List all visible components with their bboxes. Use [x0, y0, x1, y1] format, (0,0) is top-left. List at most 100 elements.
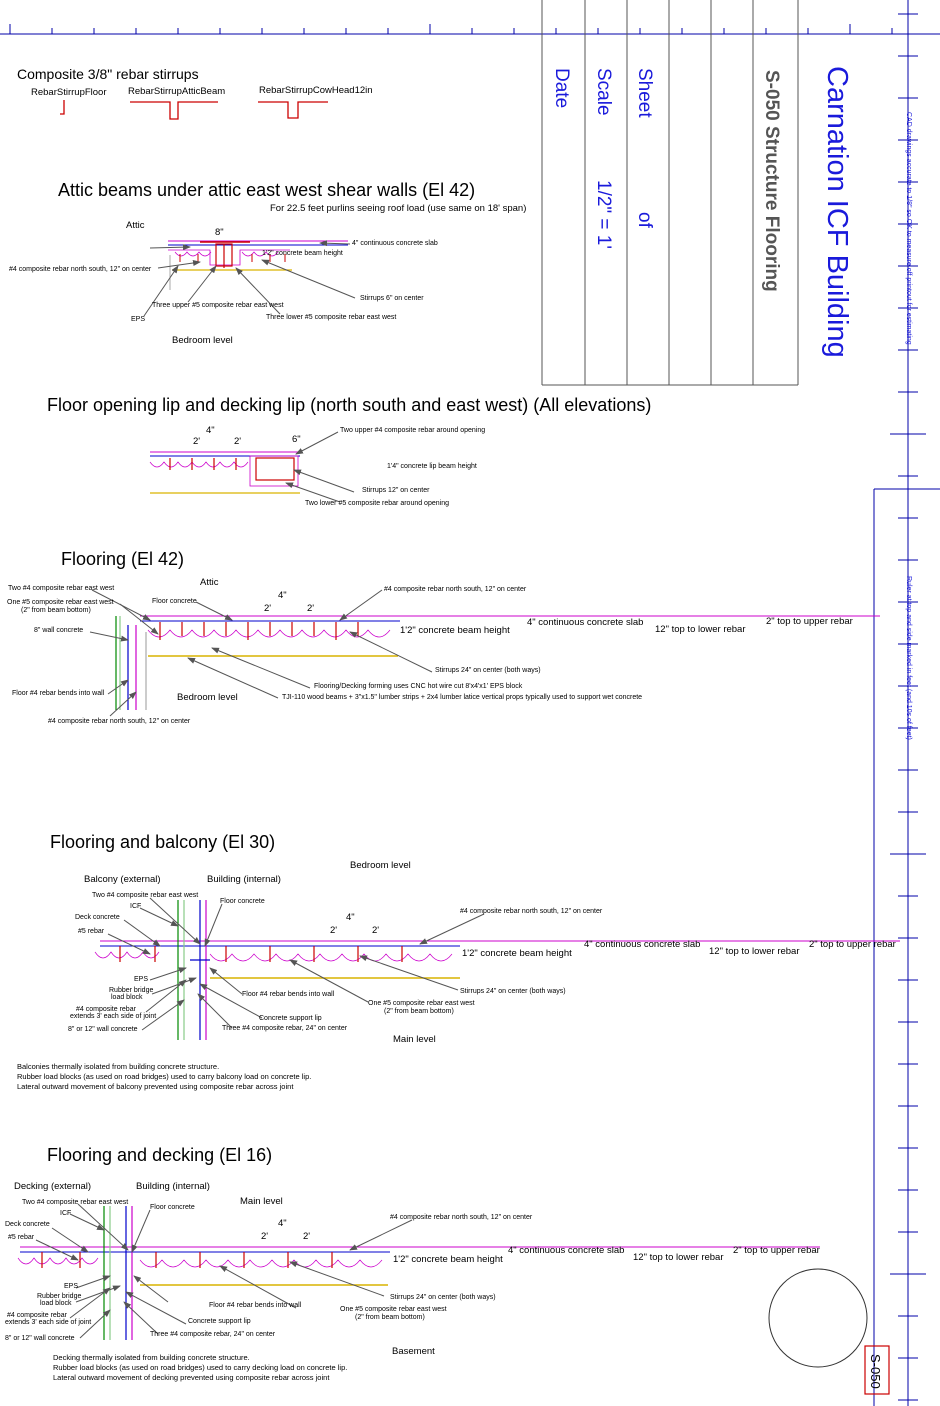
flooring42-title: Flooring (El 42) — [61, 549, 185, 569]
balcony-note-2: Rubber load blocks (as used on road brid… — [17, 1072, 312, 1081]
flooring42-forming: Flooring/Decking forming uses CNC hot wi… — [314, 683, 523, 690]
decking-comp2: extends 3' each side of joint — [5, 1319, 92, 1326]
sheet-label: Sheet — [634, 68, 655, 118]
decking-note-2: Rubber load blocks (as used on road brid… — [53, 1363, 348, 1372]
balcony-dim-2b: 2' — [372, 925, 380, 936]
flooring42-lower: 12" top to lower rebar — [655, 624, 746, 635]
balcony-bends: Floor #4 rebar bends into wall — [242, 991, 335, 998]
attic-slab: 4" continuous concrete slab — [352, 240, 438, 247]
decking-two4: Two #4 composite rebar east west — [22, 1199, 129, 1206]
balcony-dim-2a: 2' — [330, 925, 338, 936]
balcony-three4: Three #4 composite rebar, 24" on center — [222, 1025, 348, 1032]
flooring42-level-top: Attic — [200, 577, 219, 588]
decking-bends: Floor #4 rebar bends into wall — [209, 1302, 302, 1309]
date-label: Date — [551, 68, 572, 109]
flooring42-tji: TJI-110 wood beams + 3"x1.5" lumber stri… — [282, 694, 643, 701]
sheet-of: of — [634, 212, 655, 228]
attic-rebar-ns: #4 composite rebar north south, 12" on c… — [9, 266, 152, 273]
stirrups-title: Composite 3/8" rebar stirrups — [17, 66, 199, 82]
balcony-one5: One #5 composite rebar east west — [368, 1000, 475, 1007]
opening-stirrups: Stirrups 12" on center — [362, 487, 430, 494]
scale-label: Scale — [593, 68, 614, 116]
decking-slab: 4" continuous concrete slab — [508, 1245, 625, 1256]
balcony-two4: Two #4 composite rebar east west — [92, 892, 199, 899]
opening-lip-section — [149, 431, 355, 503]
title-block-frame — [541, 0, 799, 386]
opening-beam: 1'4" concrete lip beam height — [387, 463, 477, 470]
balcony-note-3: Lateral outward movement of balcony prev… — [17, 1082, 294, 1091]
decking-dim-2b: 2' — [303, 1231, 311, 1242]
decking-int: Building (internal) — [136, 1181, 210, 1192]
attic-beam: 1'2" concrete beam height — [262, 250, 343, 257]
balcony-rubber1: Rubber bridge — [109, 987, 154, 994]
decking-rubber2: load block — [40, 1300, 72, 1307]
attic-subtitle: For 22.5 feet purlins seeing roof load (… — [270, 203, 527, 214]
opening-title: Floor opening lip and decking lip (north… — [47, 395, 652, 415]
flooring42-slab: 4" continuous concrete slab — [527, 617, 644, 628]
balcony-deck: Deck concrete — [75, 914, 120, 921]
top-ruler-ticks — [9, 24, 893, 34]
decking-level-bottom: Basement — [392, 1346, 435, 1357]
flooring42-one5b: (2" from beam bottom) — [21, 607, 91, 614]
balcony-title: Flooring and balcony (El 30) — [50, 832, 276, 852]
flooring42-floor-concrete: Floor concrete — [152, 598, 197, 605]
attic-eps: EPS — [131, 316, 146, 323]
decking-eps: EPS — [64, 1283, 79, 1290]
balcony-level-top: Bedroom level — [350, 860, 411, 871]
decking-three4: Three #4 composite rebar, 24" on center — [150, 1331, 276, 1338]
decking-ext: Decking (external) — [14, 1181, 92, 1192]
decking-comp1: #4 composite rebar — [7, 1312, 67, 1319]
decking-stirrups: Stirrups 24" on center (both ways) — [390, 1294, 496, 1301]
attic-beam-section — [143, 240, 356, 317]
balcony-comp2: extends 3' each side of joint — [70, 1013, 157, 1020]
decking-floor-concrete: Floor concrete — [150, 1204, 195, 1211]
balcony-note-1: Balconies thermally isolated from buildi… — [17, 1062, 220, 1071]
balcony-int: Building (internal) — [207, 874, 281, 885]
balcony-slab: 4" continuous concrete slab — [584, 939, 701, 950]
opening-dim-2b: 2' — [234, 436, 242, 447]
flooring42-rebar-ns-bottom: #4 composite rebar north south, 12" on c… — [48, 718, 191, 725]
stirrup-icons — [60, 100, 328, 120]
decking-rubber1: Rubber bridge — [37, 1293, 82, 1300]
decking-section — [17, 1203, 820, 1340]
decking-wall: 8" or 12" wall concrete — [5, 1335, 75, 1342]
balcony-one5b: (2" from beam bottom) — [384, 1008, 454, 1015]
sheet-stamp: S-050 — [868, 1354, 883, 1389]
attic-title: Attic beams under attic east west shear … — [58, 180, 476, 200]
balcony-icf: ICF — [130, 903, 142, 910]
flooring42-upper: 2" top to upper rebar — [766, 616, 853, 627]
decking-deck: Deck concrete — [5, 1221, 50, 1228]
scale-value: 1/2" = 1' — [593, 180, 614, 250]
balcony-dim-4: 4" — [346, 912, 355, 923]
balcony-r5: #5 rebar — [78, 928, 105, 935]
opening-dim-2a: 2' — [193, 436, 201, 447]
opening-lower: Two lower #5 composite rebar around open… — [305, 500, 449, 507]
stirrup-cowhead-label: RebarStirrupCowHead12in — [259, 85, 373, 96]
decking-upper: 2" top to upper rebar — [733, 1245, 820, 1256]
opening-dim-4: 4" — [206, 425, 215, 436]
flooring42-dim-2a: 2' — [264, 603, 272, 614]
decking-one5b: (2" from beam bottom) — [355, 1314, 425, 1321]
balcony-stirrups: Stirrups 24" on center (both ways) — [460, 988, 566, 995]
opening-dim-6: 6" — [292, 434, 301, 445]
balcony-rebar-ns: #4 composite rebar north south, 12" on c… — [460, 908, 603, 915]
decking-rebar-ns: #4 composite rebar north south, 12" on c… — [390, 1214, 533, 1221]
attic-stirrups: Stirrups 6" on center — [360, 295, 424, 302]
attic-dim-8: 8" — [215, 227, 224, 238]
stirrup-attic-label: RebarStirrupAtticBeam — [128, 86, 226, 97]
balcony-rubber2: load block — [111, 994, 143, 1001]
decking-one5: One #5 composite rebar east west — [340, 1306, 447, 1313]
balcony-upper: 2" top to upper rebar — [809, 939, 896, 950]
sheet-title: S-050 Structure Flooring — [761, 70, 782, 292]
balcony-section — [94, 897, 900, 1040]
detail-circle — [768, 1268, 868, 1368]
decking-lower: 12" top to lower rebar — [633, 1252, 724, 1263]
balcony-comp1: #4 composite rebar — [76, 1006, 136, 1013]
stamp-box — [864, 1345, 890, 1395]
attic-lower: Three lower #5 composite rebar east west — [266, 314, 397, 321]
decking-dim-4: 4" — [278, 1218, 287, 1229]
decking-title: Flooring and decking (El 16) — [47, 1145, 273, 1165]
balcony-floor-concrete: Floor concrete — [220, 898, 265, 905]
balcony-lower: 12" top to lower rebar — [709, 946, 800, 957]
ruler-note: Ruler at top and side marked in feet (an… — [905, 576, 912, 740]
